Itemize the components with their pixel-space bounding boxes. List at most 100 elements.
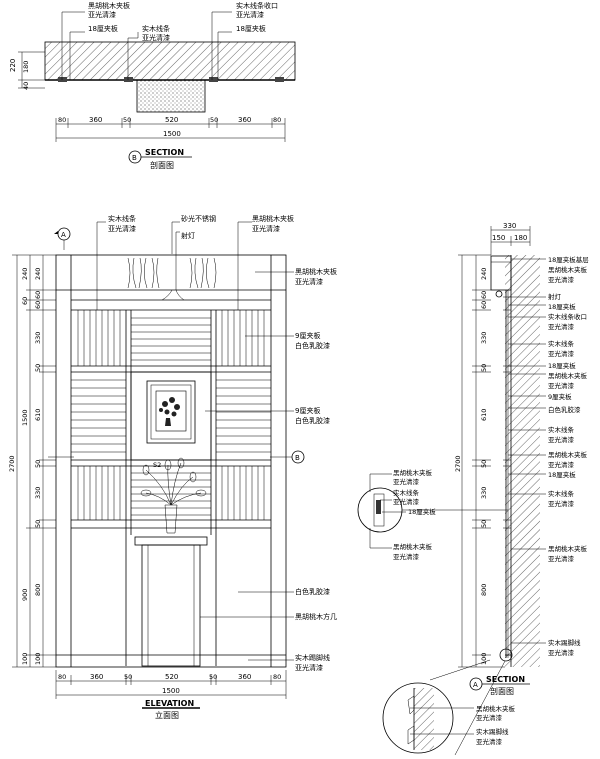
lower-right-strips <box>221 466 265 520</box>
top-section-light-box <box>136 79 206 113</box>
dim-elev-in-800: 800 <box>34 584 42 596</box>
side-label-20: 亚光清漆 <box>548 499 575 508</box>
side-label-12: 9厘夹板 <box>548 392 572 401</box>
dim-top-h-360a: 360 <box>89 116 102 124</box>
elev-label-ply9-r1-finish: 白色乳胶漆 <box>295 341 330 350</box>
middle-right-strips <box>216 379 271 453</box>
top-section: 黑胡桃木夹板 亚光清漆 18厘夹板 实木线条 亚光清漆 实木线条收口 亚光清漆 … <box>9 1 296 170</box>
side-ldim-330a: 330 <box>480 332 488 344</box>
elev-label-latex: 白色乳胶漆 <box>295 587 330 596</box>
label-solid-trim-finish: 亚光清漆 <box>236 10 264 19</box>
side-ldim-240: 240 <box>480 268 488 280</box>
label-solid-strip: 实木线条 <box>142 24 170 33</box>
side-label-3: 射灯 <box>548 292 562 301</box>
side-label-7: 实木线条 <box>548 339 575 348</box>
detail-label-2: 实木线条 <box>393 488 420 497</box>
dim-elev-in-330b: 330 <box>34 487 42 499</box>
bottom-detail-label-0: 黑胡桃木夹板 <box>476 704 516 713</box>
side-labels: 18厘夹板基层 黑胡桃木夹板 亚光清漆 射灯 18厘夹板 实木线条收口 亚光清漆… <box>548 255 589 657</box>
dim-elev-in-330a: 330 <box>34 332 42 344</box>
side-total-height: 2700 <box>454 455 462 472</box>
side-dim-150: 150 <box>492 234 505 242</box>
top-wood-grain <box>127 257 217 289</box>
top-section-block <box>209 77 218 82</box>
side-table-body <box>141 544 201 667</box>
elev-marker-b: B <box>295 454 300 462</box>
elev-label-table: 黑胡桃木方几 <box>295 612 337 621</box>
side-label-17: 亚光清漆 <box>548 460 575 469</box>
side-marker-a: A <box>473 681 478 689</box>
detail-circle-bottom <box>382 682 454 754</box>
side-table-top <box>134 536 208 546</box>
elev-label-veneer-r1-finish: 亚光清漆 <box>295 277 323 286</box>
dim-top-h-50a: 50 <box>123 116 131 124</box>
side-label-11: 亚光清漆 <box>548 381 575 390</box>
elev-label-veneer: 黑胡桃木夹板 <box>252 214 294 223</box>
side-label-1: 黑胡桃木夹板 <box>548 265 588 274</box>
top-section-title-en: SECTION <box>145 148 184 157</box>
elev-label-solid-strip: 实木线条 <box>108 214 136 223</box>
dim-top-180: 180 <box>22 61 30 73</box>
side-label-5: 实木线条收口 <box>548 312 587 321</box>
elevation-title-cn: 立面图 <box>155 710 179 720</box>
side-title-en: SECTION <box>486 675 525 684</box>
side-dim-330: 330 <box>503 222 516 230</box>
side-label-10: 黑胡桃木夹板 <box>548 371 588 380</box>
elev-label-ply9-r1: 9厘夹板 <box>295 331 320 340</box>
elevation-title-en: ELEVATION <box>145 699 194 708</box>
detail-label-5: 黑胡桃木夹板 <box>393 542 433 551</box>
dim-elev-in-610: 610 <box>34 409 42 421</box>
elevation: S2 实木线条 亚光清漆 砂光不锈钢 射灯 黑胡桃木夹板 亚光清漆 黑胡桃木夹板… <box>8 214 337 720</box>
elev-label-steel: 砂光不锈钢 <box>181 214 216 223</box>
elevation-outer-frame <box>55 254 287 668</box>
side-label-0: 18厘夹板基层 <box>548 255 589 264</box>
label-veneer-top: 黑胡桃木夹板 <box>88 1 130 10</box>
dim-elev-out-60: 60 <box>21 297 29 305</box>
dim-elev-b-360a: 360 <box>90 673 103 681</box>
lower-center-strips <box>131 472 211 516</box>
side-ldim-800: 800 <box>480 584 488 596</box>
bottom-detail-label-3: 亚光清漆 <box>476 737 503 746</box>
dim-elev-in-60a: 60 <box>34 291 42 299</box>
side-label-6: 亚光清漆 <box>548 322 575 331</box>
side-ldim-330b: 330 <box>480 487 488 499</box>
elev-label-baseboard-finish: 亚光清漆 <box>295 663 323 672</box>
side-ldim-50a: 50 <box>480 364 488 372</box>
dim-elev-b-80b: 80 <box>273 673 281 681</box>
side-label-13: 白色乳胶漆 <box>548 405 581 414</box>
dim-elev-b-50a: 50 <box>124 673 132 681</box>
middle-left-strips <box>71 379 126 453</box>
dim-elev-b-360b: 360 <box>238 673 251 681</box>
upper-center-strips <box>131 317 211 361</box>
side-label-8: 亚光清漆 <box>548 349 575 358</box>
side-label-19: 实木线条 <box>548 489 575 498</box>
dim-elev-out-100: 100 <box>21 653 29 665</box>
dim-top-h-520: 520 <box>165 116 178 124</box>
bottom-detail-label-2: 实木踢脚线 <box>476 727 509 736</box>
dim-elev-out-240: 240 <box>21 268 29 280</box>
side-label-23: 实木踢脚线 <box>548 638 581 647</box>
picture-frame <box>146 380 196 444</box>
side-label-18: 18厘夹板 <box>548 470 576 479</box>
side-ldim-50b: 50 <box>480 460 488 468</box>
dim-elev-out-900: 900 <box>21 589 29 601</box>
side-label-21: 黑胡桃木夹板 <box>548 544 588 553</box>
detail-label-0: 黑胡桃木夹板 <box>393 468 433 477</box>
detail-label-1: 亚光清漆 <box>393 477 420 486</box>
top-section-ceiling-hatch <box>45 42 295 80</box>
dim-elev-in-50b: 50 <box>34 460 42 468</box>
side-ldim-50c: 50 <box>480 520 488 528</box>
dim-elev-in-100: 100 <box>34 653 42 665</box>
elev-label-veneer-r1: 黑胡桃木夹板 <box>295 267 337 276</box>
side-label-24: 亚光清漆 <box>548 648 575 657</box>
label-ply18-left: 18厘夹板 <box>88 24 118 33</box>
flower-vase <box>140 457 207 534</box>
dim-elev-b-520: 520 <box>165 673 178 681</box>
dim-elev-in-50a: 50 <box>34 364 42 372</box>
dim-elev-b-50b: 50 <box>209 673 217 681</box>
dim-elev-out-1500: 1500 <box>21 409 29 426</box>
dim-elev-in-240: 240 <box>34 268 42 280</box>
elev-label-baseboard: 实木踢脚线 <box>295 653 330 662</box>
side-ldim-60b: 60 <box>480 301 488 309</box>
